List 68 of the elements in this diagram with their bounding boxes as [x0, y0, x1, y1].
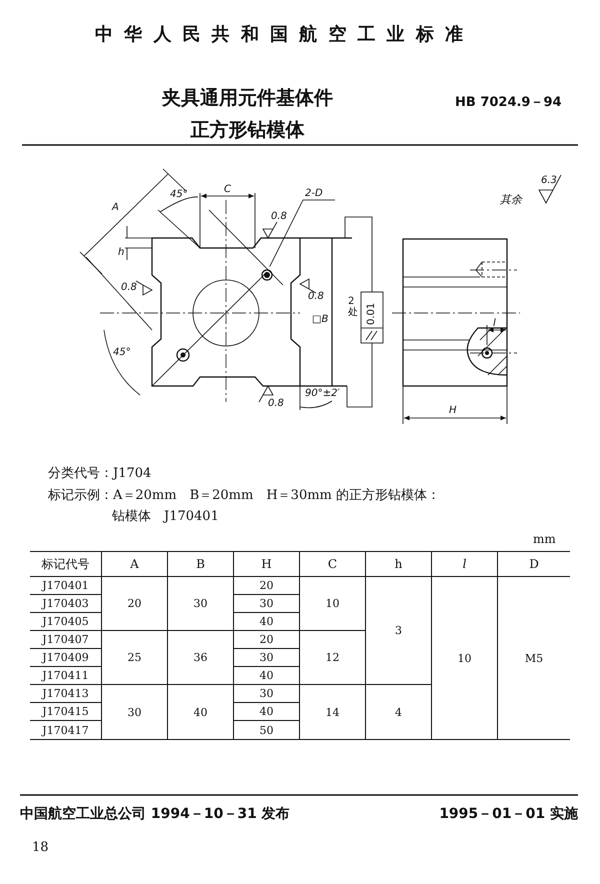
dimension-value: 20 [234, 577, 300, 595]
part-code: J170401 [30, 577, 102, 595]
dimension-value: 3 [366, 577, 432, 685]
implementation-date: 1995－01－01 实施 [439, 805, 578, 823]
dimension-value: 10 [300, 577, 366, 631]
dimension-label: C [224, 184, 231, 196]
dimension-value: 30 [168, 577, 234, 631]
tolerance-note: 2处 [348, 296, 358, 318]
part-code: J170413 [30, 685, 102, 703]
marking-example: 标记示例：A＝20mm B＝20mm H＝30mm 的正方形钻模体： [48, 487, 440, 505]
dimension-value: 30 [234, 649, 300, 667]
part-code: J170415 [30, 703, 102, 721]
leader-line [269, 200, 336, 267]
dimension-value: 40 [234, 613, 300, 631]
column-header: C [300, 552, 366, 577]
dimension-value: 20 [102, 577, 168, 631]
part-code: J170409 [30, 649, 102, 667]
dimension-value: 30 [234, 685, 300, 703]
angle-label: 45° [113, 347, 131, 359]
column-header: D [498, 552, 570, 577]
page-number: 18 [32, 840, 49, 855]
dimension-label: A [112, 202, 119, 214]
column-header: h [366, 552, 432, 577]
dimension-value: 10 [432, 577, 498, 739]
classification-code: 分类代号：J1704 [48, 465, 152, 483]
issue-date: 中国航空工业总公司 1994－10－31 发布 [20, 805, 290, 823]
standard-number: HB 7024.9－94 [455, 94, 562, 111]
part-code: J170405 [30, 613, 102, 631]
dimension-value: M5 [524, 650, 544, 666]
dimension-label: l [493, 318, 496, 330]
part-code: J170407 [30, 631, 102, 649]
dimension-value: 20 [234, 631, 300, 649]
dimension-value: 12 [300, 631, 366, 685]
dimension-value: 50 [234, 721, 300, 739]
roughness-value: 0.8 [308, 291, 324, 303]
standard-header: 中华人民共和国航空工业标准 [95, 23, 474, 46]
part-code: J170417 [30, 721, 102, 739]
roughness-value: 0.8 [271, 211, 287, 223]
dimension-label: h [118, 247, 124, 259]
dimension-value: 40 [234, 667, 300, 685]
roughness-value: 0.8 [268, 398, 284, 410]
dimension-value: 36 [168, 631, 234, 685]
angle-label: 45° [170, 189, 188, 201]
dimension-value: 25 [102, 631, 168, 685]
dimension-label: □B [312, 314, 328, 326]
column-header: A [102, 552, 168, 577]
column-header: l [432, 552, 498, 577]
dimension-value: 30 [102, 685, 168, 739]
part-code: J170403 [30, 595, 102, 613]
part-code: J170411 [30, 667, 102, 685]
dimension-value: 40 [234, 703, 300, 721]
roughness-value: 6.3 [541, 175, 557, 187]
unit-label: mm [533, 532, 556, 546]
dimension-label: H [449, 405, 457, 417]
marking-example: 钻模体 J170401 [112, 508, 219, 526]
roughness-note: 其余 [500, 192, 522, 207]
column-header: B [168, 552, 234, 577]
angle-label: 90°±2′ [305, 388, 340, 400]
document-title: 夹具通用元件基体件正方形钻模体 [160, 86, 334, 143]
tolerance-value: 0.01 [366, 302, 378, 325]
dimension-value: 40 [168, 685, 234, 739]
callout-label: 2-D [305, 187, 323, 200]
column-header: 标记代号 [30, 552, 102, 577]
column-header: H [234, 552, 300, 577]
dimension-value: 14 [300, 685, 366, 739]
dimension-value: 4 [366, 685, 432, 739]
dimension-value: 30 [234, 595, 300, 613]
roughness-value: 0.8 [121, 282, 137, 294]
